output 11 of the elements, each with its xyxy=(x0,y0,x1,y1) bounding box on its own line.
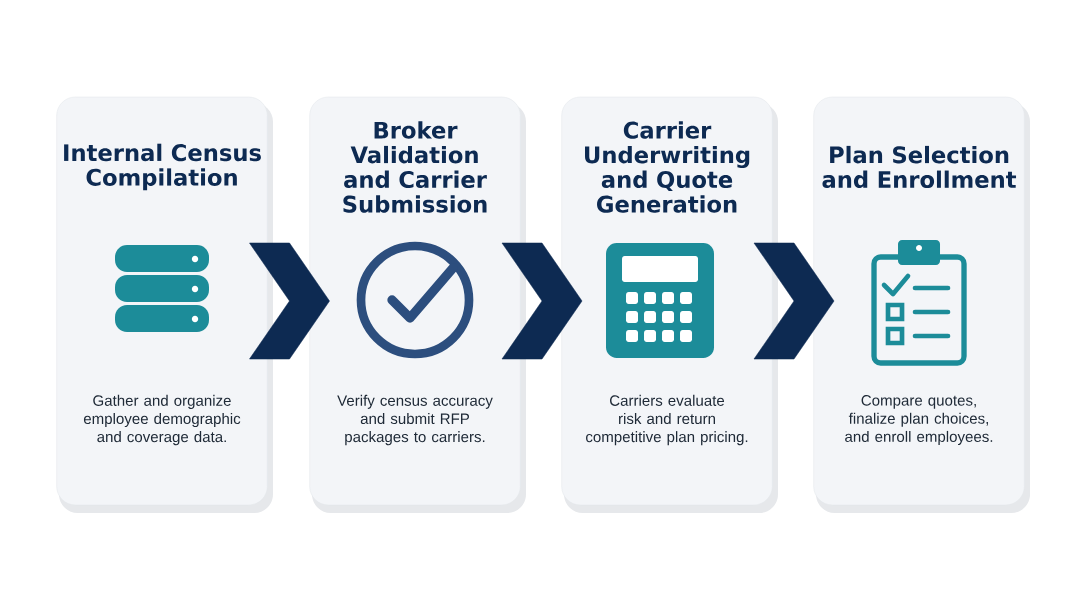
card-description: Gather and organize employee demographic and coverage data. xyxy=(83,394,241,446)
card-title: Internal Census Compilation xyxy=(64,143,261,191)
card-title: Carrier Underwriting and Quote Generation xyxy=(585,121,750,213)
card-title: Plan Selection and Enrollment xyxy=(822,145,1017,189)
card-description: Carriers evaluate risk and return competitive plan pricing. xyxy=(586,394,748,446)
card-title: Broker Validation and Carrier Submission xyxy=(343,121,487,213)
chevron-arrow xyxy=(249,242,330,360)
card-description: Compare quotes, finalize plan choices, and enroll employees. xyxy=(845,395,993,445)
chevron-arrow xyxy=(753,242,835,360)
card-description: Verify census accuracy and submit RFP packages to carriers. xyxy=(337,394,493,446)
chevron-arrow xyxy=(501,242,583,360)
